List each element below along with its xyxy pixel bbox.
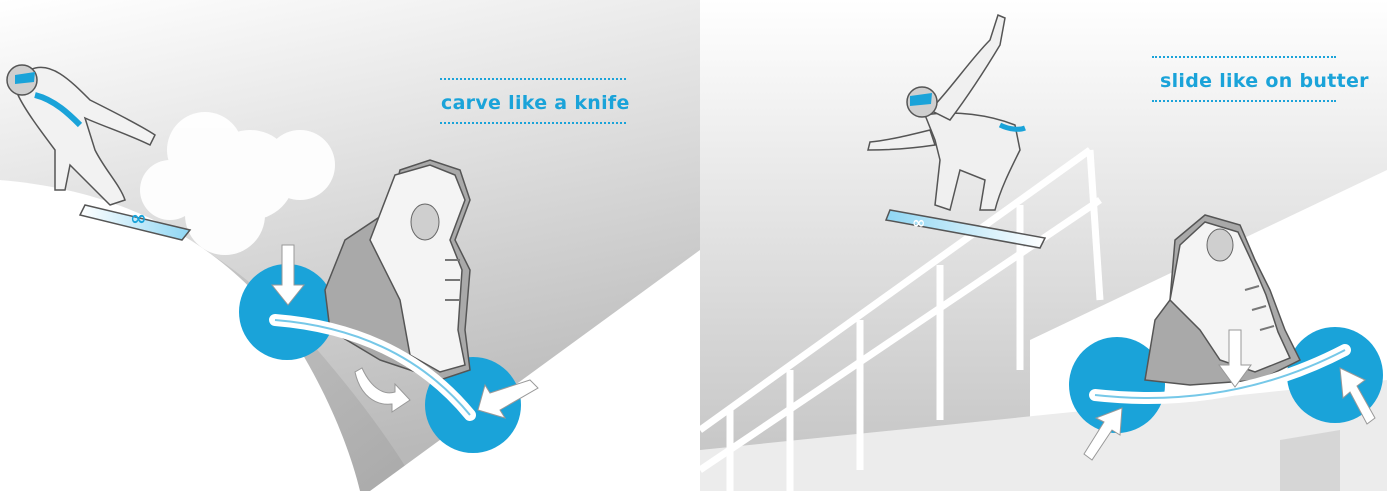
dotted-rule — [1152, 56, 1336, 58]
dotted-rule — [440, 122, 626, 124]
svg-text:∞: ∞ — [130, 206, 147, 230]
svg-text:∞: ∞ — [912, 213, 925, 232]
tagline-carve: carve like a knife — [441, 92, 630, 114]
butter-panel: ∞ slide lik — [700, 0, 1387, 491]
dotted-rule — [440, 78, 626, 80]
carve-illustration: ∞ — [0, 0, 700, 491]
carve-panel: ∞ carve like a knife — [0, 0, 700, 491]
tagline-butter: slide like on butter — [1160, 70, 1369, 92]
dotted-rule — [1152, 100, 1336, 102]
